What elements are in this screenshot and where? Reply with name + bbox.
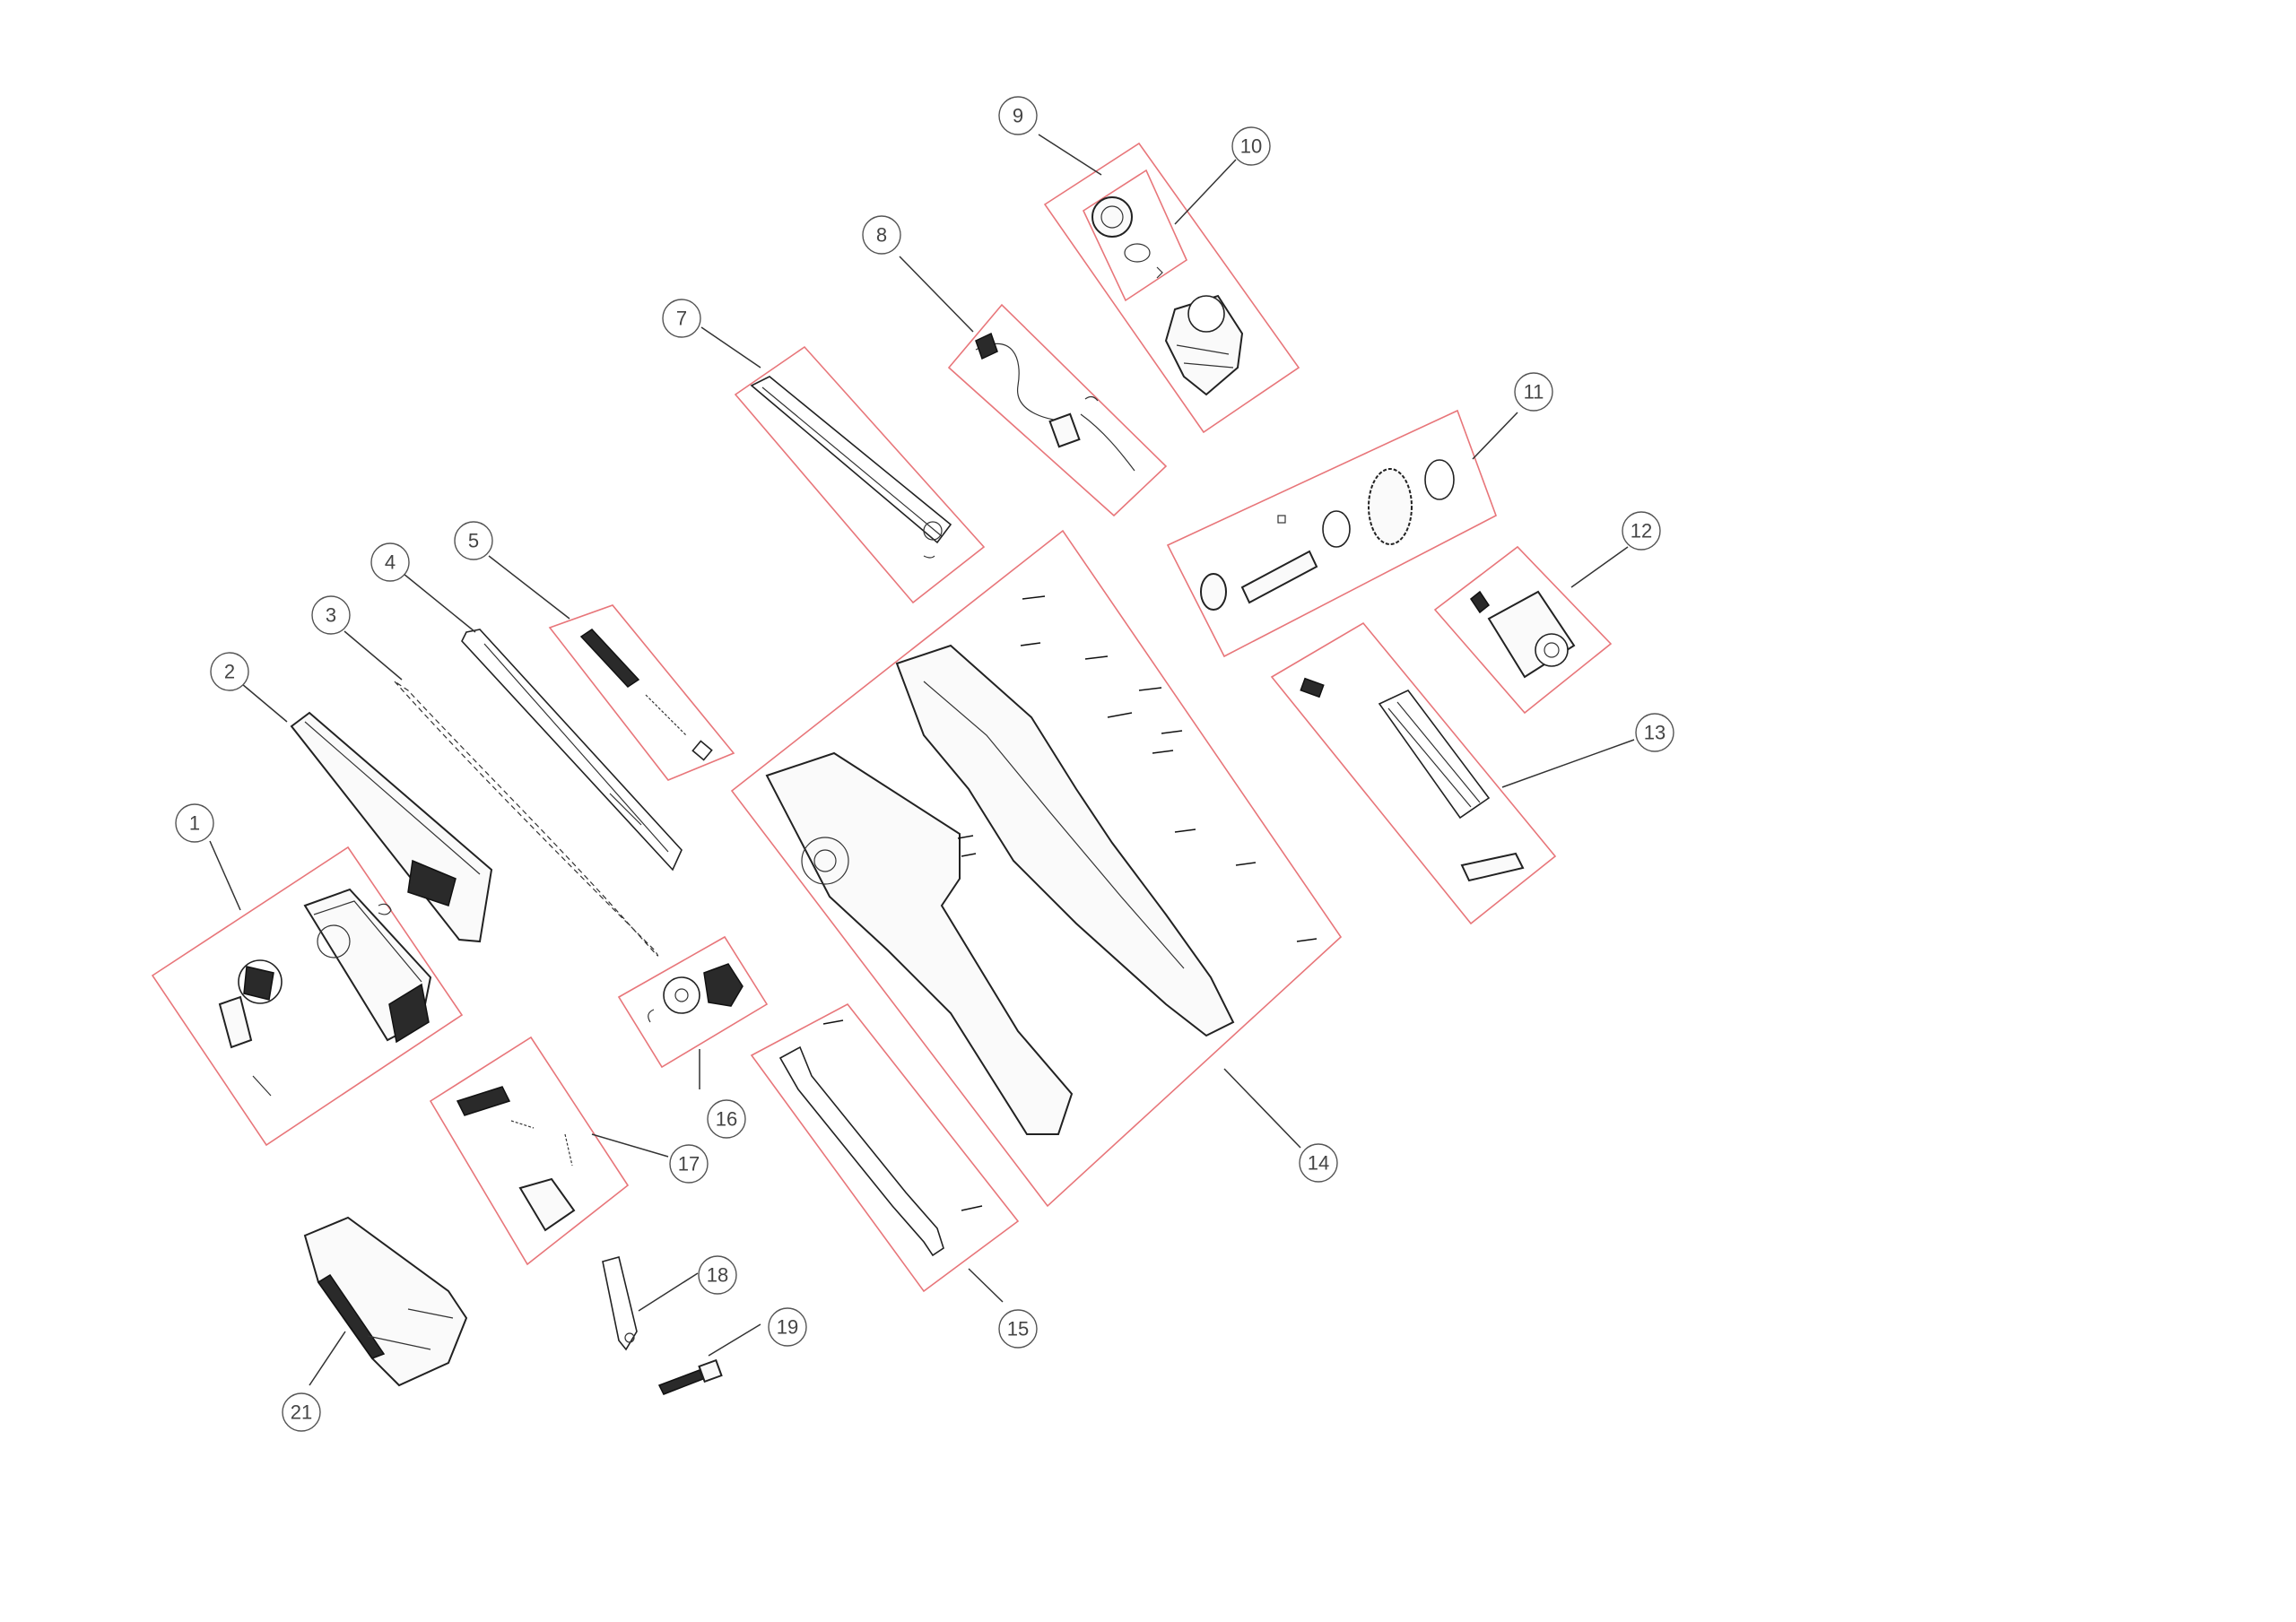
trigger-assembly bbox=[456, 1086, 576, 1232]
guide-bar-cover bbox=[290, 711, 493, 943]
callout-21: 21 bbox=[282, 1392, 321, 1432]
terminal-bracket bbox=[602, 1256, 638, 1351]
handle-cover-strip bbox=[750, 376, 952, 559]
callout-9: 9 bbox=[998, 96, 1038, 135]
box-part-10 bbox=[1082, 169, 1188, 302]
callout-12-label: 12 bbox=[1631, 520, 1652, 542]
oil-tank-cap bbox=[1091, 196, 1163, 279]
group-boxes bbox=[151, 142, 1613, 1293]
callout-21-label: 21 bbox=[291, 1401, 312, 1424]
battery-pack bbox=[303, 1216, 468, 1387]
saw-chain bbox=[394, 681, 659, 957]
parts bbox=[218, 196, 1576, 1395]
callout-18-label: 18 bbox=[707, 1264, 728, 1287]
callout-11: 11 bbox=[1514, 372, 1553, 412]
callout-18: 18 bbox=[698, 1255, 737, 1295]
callout-1-label: 1 bbox=[189, 812, 200, 835]
screw-19 bbox=[657, 1358, 723, 1395]
callouts: 1 2 3 4 5 7 8 9 10 11 12 13 14 15 16 17 … bbox=[175, 96, 1674, 1432]
box-part-11 bbox=[1166, 409, 1497, 658]
callout-2: 2 bbox=[210, 652, 249, 691]
callout-17: 17 bbox=[669, 1144, 709, 1184]
callout-9-label: 9 bbox=[1013, 105, 1023, 127]
box-part-13 bbox=[1270, 621, 1557, 925]
callout-12: 12 bbox=[1622, 511, 1661, 551]
callout-10: 10 bbox=[1231, 126, 1271, 166]
callout-14-label: 14 bbox=[1308, 1152, 1329, 1175]
guide-bar bbox=[461, 629, 683, 872]
box-part-1 bbox=[151, 846, 464, 1147]
callout-15-label: 15 bbox=[1007, 1318, 1029, 1340]
callout-4: 4 bbox=[370, 542, 410, 582]
callout-13-label: 13 bbox=[1644, 722, 1665, 744]
motor bbox=[1469, 590, 1576, 679]
callout-1: 1 bbox=[175, 803, 214, 843]
oil-tank bbox=[1164, 294, 1244, 396]
box-part-17 bbox=[429, 1036, 630, 1266]
box-part-9 bbox=[1043, 142, 1300, 434]
callout-17-label: 17 bbox=[678, 1153, 700, 1175]
box-part-12 bbox=[1433, 545, 1613, 715]
callout-11-label: 11 bbox=[1524, 381, 1544, 403]
callout-16-label: 16 bbox=[716, 1108, 737, 1131]
callout-8-label: 8 bbox=[876, 224, 887, 247]
box-part-14 bbox=[730, 529, 1343, 1208]
callout-7-label: 7 bbox=[676, 308, 687, 330]
box-part-7 bbox=[734, 345, 986, 604]
box-part-5 bbox=[548, 604, 735, 781]
box-part-8 bbox=[947, 303, 1168, 517]
leader-lines bbox=[209, 134, 1635, 1386]
callout-7: 7 bbox=[662, 299, 701, 338]
callout-3: 3 bbox=[311, 595, 351, 635]
callout-5: 5 bbox=[454, 521, 493, 560]
front-handle bbox=[778, 1019, 983, 1257]
callout-16: 16 bbox=[707, 1099, 746, 1139]
switch-module bbox=[1300, 677, 1525, 882]
callout-19-label: 19 bbox=[777, 1316, 798, 1339]
motor-housing bbox=[765, 595, 1318, 1135]
gear-shaft-assembly bbox=[1200, 459, 1455, 611]
callout-2-label: 2 bbox=[224, 661, 235, 683]
callout-14: 14 bbox=[1299, 1143, 1338, 1183]
callout-19: 19 bbox=[768, 1307, 807, 1347]
callout-5-label: 5 bbox=[468, 530, 479, 552]
callout-15: 15 bbox=[998, 1309, 1038, 1349]
oil-pump-hose bbox=[975, 332, 1135, 472]
callout-10-label: 10 bbox=[1240, 135, 1262, 158]
box-part-15 bbox=[750, 1002, 1020, 1293]
sprocket-cover-assembly bbox=[218, 888, 432, 1097]
box-part-16 bbox=[617, 935, 769, 1069]
housing-screws bbox=[957, 595, 1318, 942]
callout-13: 13 bbox=[1635, 713, 1674, 752]
tensioner-parts bbox=[579, 629, 713, 761]
sprocket-assembly bbox=[648, 963, 744, 1023]
callout-3-label: 3 bbox=[326, 604, 336, 627]
callout-8: 8 bbox=[862, 215, 901, 255]
callout-4-label: 4 bbox=[385, 551, 396, 574]
